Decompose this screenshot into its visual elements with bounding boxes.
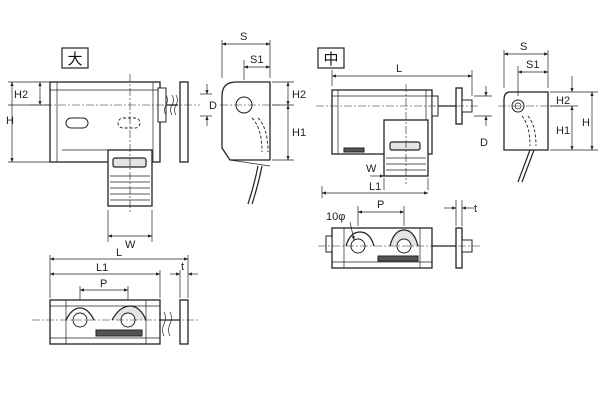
large-bottom-flange <box>179 299 189 345</box>
large-side-view: S S1 H2 H1 <box>220 31 306 205</box>
large-front-slot <box>65 117 89 129</box>
medium-dim-s: S <box>520 41 527 53</box>
large-front-hidden-slot <box>117 117 141 129</box>
large-dim-h2: H2 <box>14 89 28 101</box>
large-bottom-body <box>49 299 161 345</box>
medium-size-label: 中 <box>323 50 338 68</box>
large-dim-l: L <box>116 247 122 259</box>
large-bottom-view: P L L1 t <box>32 247 200 345</box>
medium-dim-d: D <box>480 137 488 149</box>
large-dim-w: W <box>125 239 136 251</box>
medium-dim-h1: H1 <box>556 125 570 137</box>
medium-dim-l1: L1 <box>369 181 381 193</box>
large-dim-p: P <box>100 278 107 290</box>
medium-label-box <box>317 47 345 69</box>
medium-front-view: L D W L1 <box>316 63 492 198</box>
medium-size-group: 中 L D <box>316 41 598 269</box>
medium-dim-l: L <box>396 63 402 75</box>
large-front-view: H2 H D W <box>6 74 217 251</box>
large-side-body <box>221 81 271 161</box>
large-dim-d: D <box>209 100 217 112</box>
medium-dim-hole-diameter: 10φ <box>326 211 345 223</box>
large-dim-l1: L1 <box>96 262 108 274</box>
large-dim-h2-side: H2 <box>292 89 306 101</box>
large-dim-t: t <box>181 261 184 273</box>
medium-side-wire <box>517 149 531 183</box>
medium-bottom-flange <box>455 227 463 269</box>
large-dim-s1: S1 <box>250 54 263 66</box>
large-dim-s: S <box>240 31 247 43</box>
large-label-box <box>61 47 89 69</box>
medium-dim-s1: S1 <box>526 59 539 71</box>
medium-side-body <box>503 91 549 151</box>
medium-front-latch-slot <box>389 141 421 151</box>
medium-bottom-view: P 10φ t <box>318 199 480 269</box>
large-front-flange <box>179 81 189 163</box>
medium-dim-w: W <box>366 163 377 175</box>
medium-side-view: S S1 H2 H1 H <box>498 41 598 183</box>
medium-dim-p: P <box>377 199 384 211</box>
large-side-wire <box>247 165 259 205</box>
large-front-latch-slot <box>112 157 147 168</box>
large-dim-h1: H1 <box>292 127 306 139</box>
medium-dim-t: t <box>474 203 477 215</box>
large-size-label: 大 <box>67 50 82 68</box>
large-size-group: 大 <box>6 31 306 345</box>
medium-dim-h2: H2 <box>556 95 570 107</box>
medium-dim-h: H <box>582 117 590 129</box>
large-dim-h: H <box>6 115 14 127</box>
